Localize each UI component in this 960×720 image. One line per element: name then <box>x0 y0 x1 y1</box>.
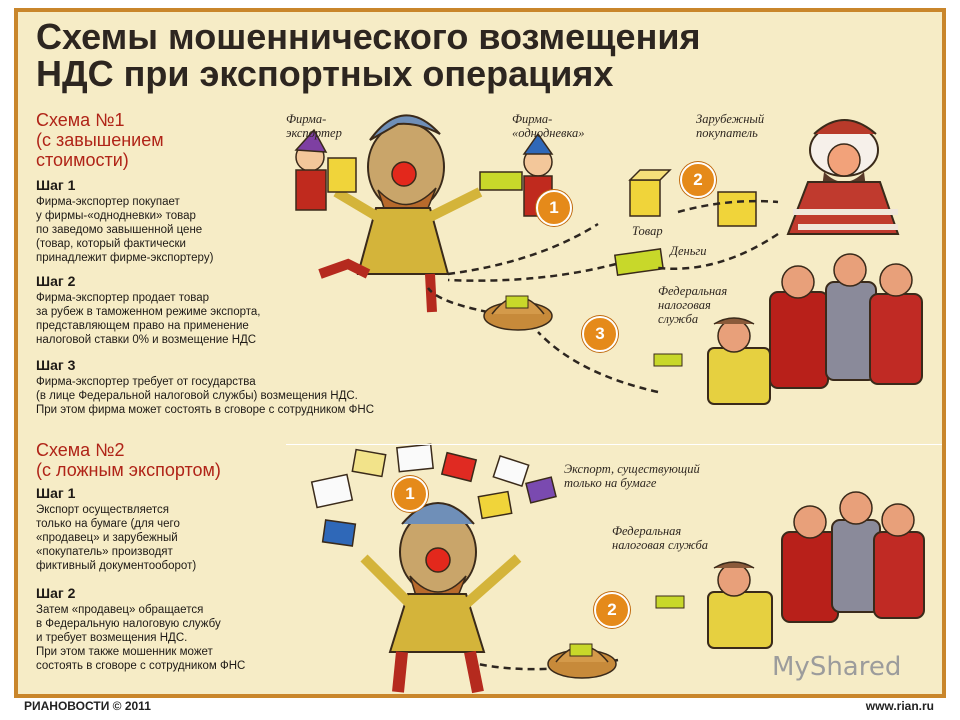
caption-line: Фирма- <box>286 112 327 126</box>
scheme1-subtitle-1: (с завышением <box>36 130 164 150</box>
scheme2-subtitle: (с ложным экспортом) <box>36 460 221 480</box>
caption-line: налоговая <box>658 298 711 312</box>
step-line: «продавец» и зарубежный <box>36 532 178 544</box>
step-line: Фирма-экспортер покупает <box>36 196 180 208</box>
scheme2-title: Схема №2 (с ложным экспортом) <box>36 440 221 480</box>
left-puppet <box>294 128 357 211</box>
footer-url[interactable]: www.rian.ru <box>865 699 934 713</box>
scheme2-badge-2: 2 <box>594 592 630 628</box>
caption-line: покупатель <box>696 126 758 140</box>
money-icon <box>613 248 665 276</box>
tax-officers-2 <box>655 491 925 649</box>
infographic-card: Схемы мошеннического возмещения НДС при … <box>14 8 946 698</box>
scheme2-title-text: Схема №2 <box>36 440 125 460</box>
caption-goods: Товар <box>632 224 663 238</box>
scheme1-step3-text: Фирма-экспортер требует от государства (… <box>36 375 374 417</box>
caption-exporter: Фирма- экспортер <box>286 112 342 140</box>
caption-line: Федеральная <box>612 524 682 538</box>
step-line: состоять в сговоре с сотрудником ФНС <box>36 660 246 672</box>
arrow-goods-to-buyer <box>677 199 779 214</box>
caption-line: служба <box>658 312 699 326</box>
scheme2-badge-1: 1 <box>392 476 428 512</box>
scheme1-title-text: Схема №1 <box>36 110 125 130</box>
juggler-figure <box>360 502 522 694</box>
step-line: (товар, который фактически <box>36 238 186 250</box>
caption-line: налоговая служба <box>612 538 709 552</box>
step-line: налоговой ставки 0% и возмещение НДС <box>36 334 257 346</box>
arrow-money-back <box>447 262 617 282</box>
tax-officers-1 <box>653 253 923 405</box>
hat-with-money-1 <box>483 295 553 331</box>
caption-line: Зарубежный <box>696 112 765 126</box>
step-line: Фирма-экспортер продает товар <box>36 292 210 304</box>
step-line: принадлежит фирме-экспортеру) <box>36 252 214 264</box>
title-line-1: Схемы мошеннического возмещения <box>36 16 701 57</box>
caption-line: Экспорт, существующий <box>564 462 700 476</box>
foreign-buyer-figure <box>717 119 900 235</box>
scheme2-step2-text: Затем «продавец» обращается в Федеральну… <box>36 603 245 673</box>
step-line: за рубеж в таможенном режиме экспорта, <box>36 306 261 318</box>
step-line: (в лице Федеральной налоговой службы) во… <box>36 390 358 402</box>
caption-tax-service-2: Федеральная налоговая служба <box>612 524 708 552</box>
watermark: MyShared <box>772 652 902 682</box>
step-line: Экспорт осуществляется <box>36 504 169 516</box>
scheme1-title: Схема №1 (с завышением стоимости) <box>36 110 164 170</box>
caption-line: экспортер <box>286 126 342 140</box>
scheme1-step2-text: Фирма-экспортер продает товар за рубеж в… <box>36 291 260 347</box>
step-line: у фирмы-«однодневки» товар <box>36 210 196 222</box>
caption-paper-export: Экспорт, существующий только на бумаге <box>564 462 700 490</box>
caption-line: Фирма- <box>512 112 553 126</box>
step-line: и требует возмещения НДС. <box>36 632 188 644</box>
step-line: Затем «продавец» обращается <box>36 604 204 616</box>
illustrations <box>294 114 925 694</box>
step-line: «покупатель» производят <box>36 546 173 558</box>
caption-shell-firm: Фирма- «однодневка» <box>512 112 584 140</box>
scheme1-subtitle-2: стоимости) <box>36 150 129 170</box>
step-badge-3: 3 <box>582 316 618 352</box>
scheme2-step1-heading: Шаг 1 <box>36 485 76 501</box>
arrow-money <box>657 232 779 270</box>
scheme2-step2-heading: Шаг 2 <box>36 585 76 601</box>
footer-credit: РИАНОВОСТИ © 2011 <box>24 699 151 713</box>
flying-papers <box>310 443 557 547</box>
arrow-tax-refund <box>537 331 659 394</box>
arrow-goods <box>447 222 599 276</box>
hat-with-money-2 <box>547 643 617 679</box>
step-line: представляющем право на применение <box>36 320 249 332</box>
exporter-figure <box>318 114 483 313</box>
step-badge-2: 2 <box>680 162 716 198</box>
caption-line: «однодневка» <box>512 126 585 140</box>
step-badge-1: 1 <box>536 190 572 226</box>
step-line: по заведомо завышенной цене <box>36 224 203 236</box>
caption-foreign-buyer: Зарубежный покупатель <box>696 112 764 140</box>
caption-line: только на бумаге <box>564 476 657 490</box>
caption-money: Деньги <box>670 244 707 258</box>
section-divider <box>286 444 942 445</box>
step-line: Фирма-экспортер требует от государства <box>36 376 256 388</box>
page-title: Схемы мошеннического возмещения НДС при … <box>36 18 700 92</box>
step-line: При этом также мошенник может <box>36 646 213 658</box>
step-line: только на бумаге (для чего <box>36 518 180 530</box>
scheme1-step1-text: Фирма-экспортер покупает у фирмы-«однодн… <box>36 195 213 265</box>
scheme2-step1-text: Экспорт осуществляется только на бумаге … <box>36 503 196 573</box>
scheme1-step2-heading: Шаг 2 <box>36 273 76 289</box>
scheme1-step3-heading: Шаг 3 <box>36 357 76 373</box>
step-line: При этом фирма может состоять в сговоре … <box>36 404 375 416</box>
arrow-claim <box>426 287 489 314</box>
step-line: фиктивный документооборот) <box>36 560 197 572</box>
scheme1-step1-heading: Шаг 1 <box>36 177 76 193</box>
caption-line: Федеральная <box>658 284 728 298</box>
caption-tax-service-1: Федеральная налоговая служба <box>658 284 727 326</box>
goods-icon <box>628 169 672 217</box>
title-line-2: НДС при экспортных операциях <box>36 53 614 94</box>
step-line: в Федеральную налоговую службу <box>36 618 221 630</box>
